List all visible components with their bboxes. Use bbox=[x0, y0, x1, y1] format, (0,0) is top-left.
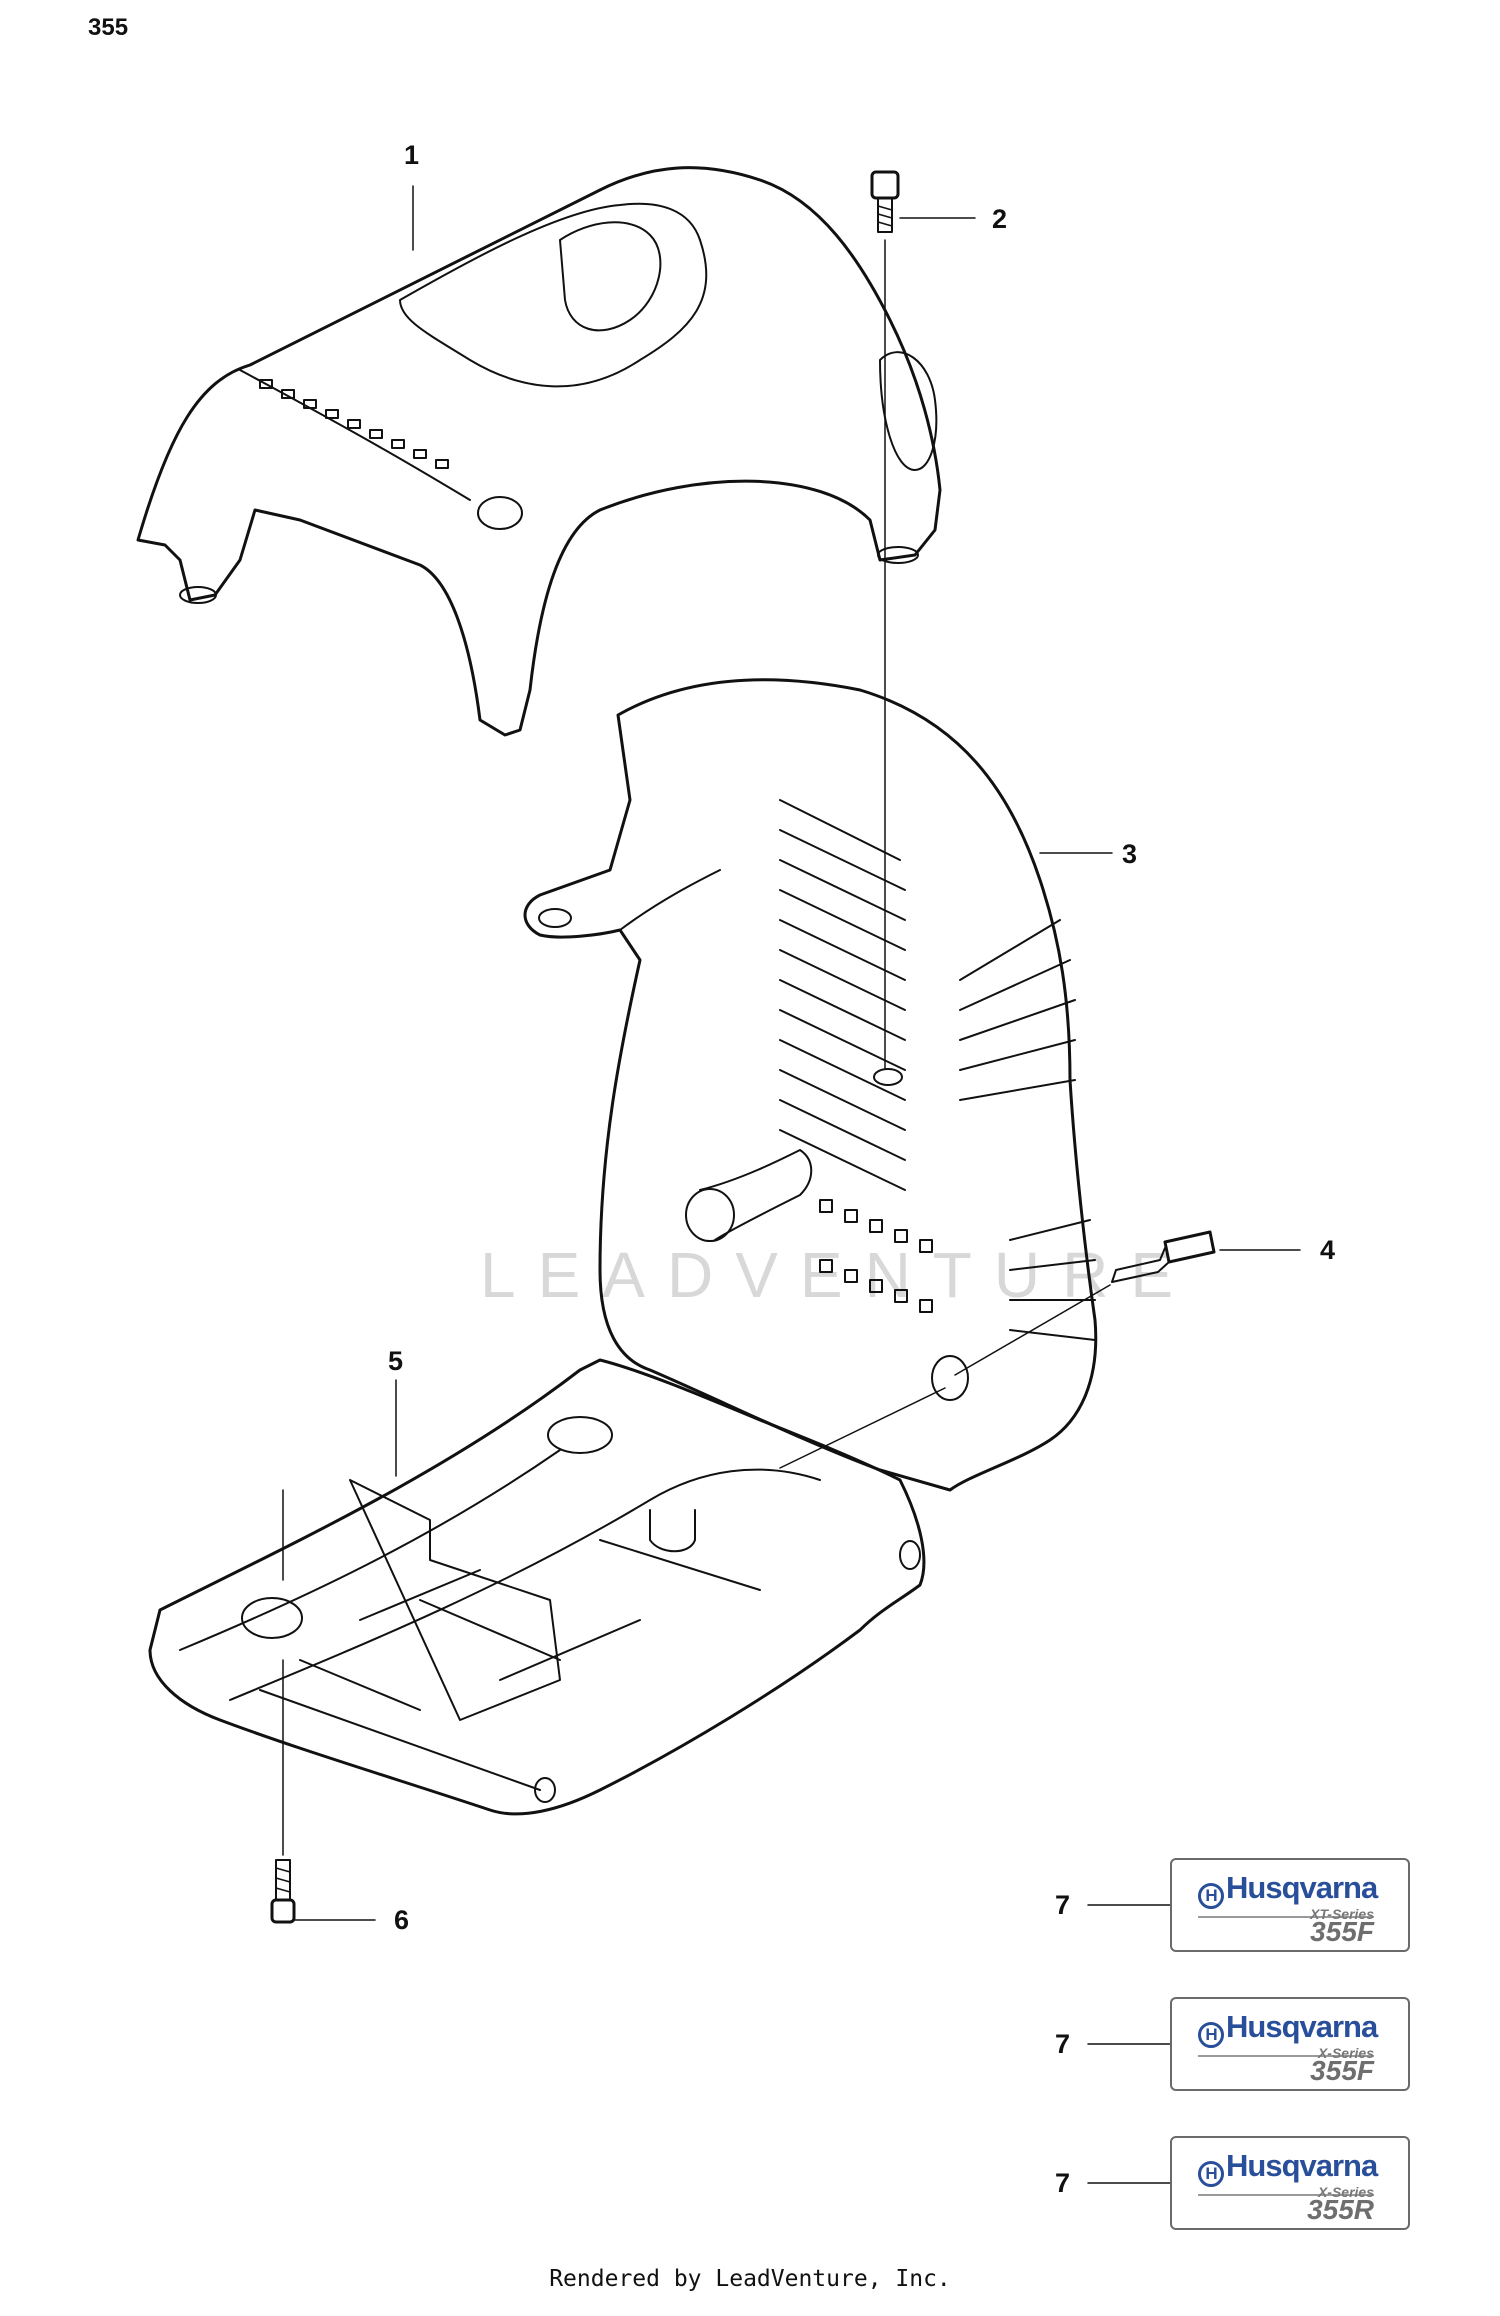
callout-7a: 7 bbox=[1055, 1890, 1071, 1920]
part-6-screw bbox=[270, 1859, 296, 1924]
callout-2: 2 bbox=[992, 204, 1008, 234]
decal-brand: Husqvarna bbox=[1226, 2009, 1378, 2044]
callout-5: 5 bbox=[388, 1346, 404, 1376]
part-1-cylinder-cover bbox=[136, 166, 942, 737]
leader-lines bbox=[282, 185, 1301, 2184]
husqvarna-logo-icon: H bbox=[1198, 1883, 1224, 1909]
decal-brand: Husqvarna bbox=[1226, 2148, 1378, 2183]
part-3-cylinder-housing bbox=[523, 678, 1098, 1492]
leader-5b bbox=[779, 1387, 946, 1469]
decal-series: X-Series bbox=[1317, 2045, 1374, 2061]
page-number: 355 bbox=[88, 14, 129, 41]
decal-rule bbox=[1198, 2194, 1374, 2196]
husqvarna-logo-icon: H bbox=[1198, 2161, 1224, 2187]
callout-3: 3 bbox=[1122, 839, 1138, 869]
decal-series: X-Series bbox=[1317, 2184, 1374, 2200]
decal-model: 355R bbox=[1307, 2194, 1374, 2225]
axis-line-4 bbox=[954, 1284, 1111, 1376]
decal-model: 355F bbox=[1310, 1916, 1374, 1947]
part-4-screw bbox=[1111, 1230, 1216, 1283]
callout-7b: 7 bbox=[1055, 2029, 1071, 2059]
decal-rule bbox=[1198, 1916, 1374, 1918]
part-5-bottom-plate bbox=[148, 1358, 926, 1816]
decal-model: 355F bbox=[1310, 2055, 1374, 2086]
callout-6: 6 bbox=[394, 1905, 410, 1935]
part-2-screw bbox=[870, 170, 900, 233]
decal-brand: Husqvarna bbox=[1226, 1870, 1378, 1905]
callout-4: 4 bbox=[1320, 1235, 1336, 1265]
husqvarna-logo-icon: H bbox=[1198, 2022, 1224, 2048]
decal-rule bbox=[1198, 2055, 1374, 2057]
callout-1: 1 bbox=[404, 140, 420, 170]
callout-7c: 7 bbox=[1055, 2168, 1071, 2198]
decal-series: XT-Series bbox=[1310, 1906, 1374, 1922]
footer-credit: Rendered by LeadVenture, Inc. bbox=[549, 2266, 951, 2292]
